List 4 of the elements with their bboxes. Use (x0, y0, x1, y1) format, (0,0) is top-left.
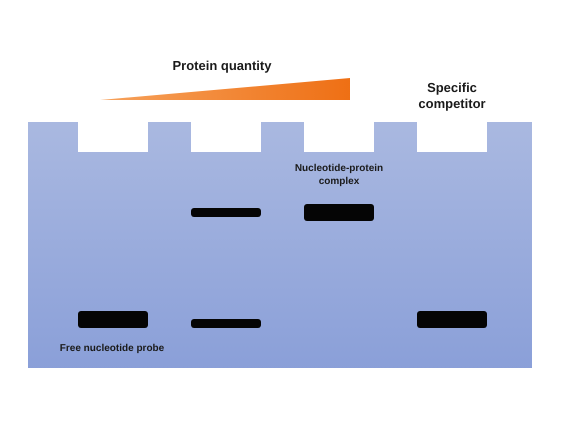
text-label: Specific competitor (417, 80, 487, 112)
text-label: Protein quantity (172, 58, 272, 74)
text-label: Nucleotide-protein complex (294, 163, 384, 188)
text-label: Free nucleotide probe (58, 343, 166, 356)
